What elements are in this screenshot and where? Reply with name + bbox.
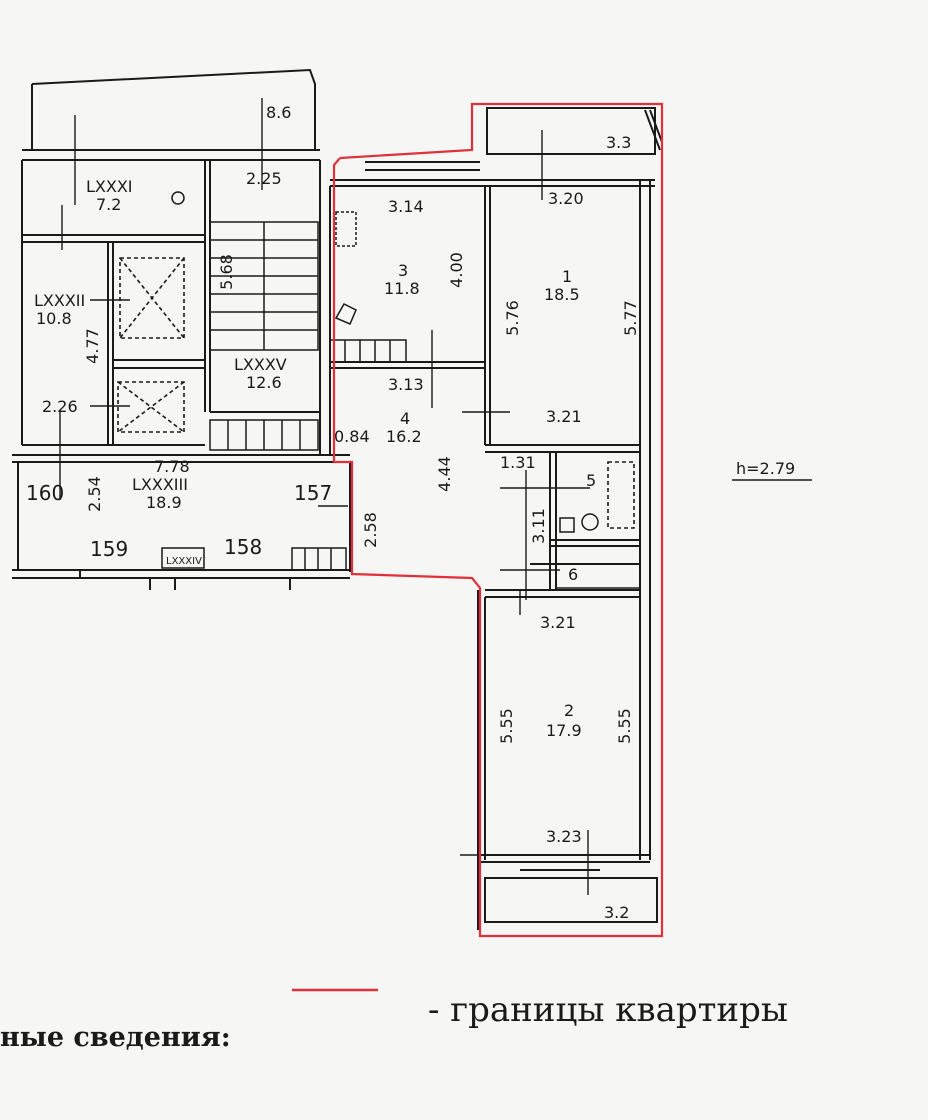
room-3-number: 3	[398, 261, 408, 280]
neighbor-160: 160	[26, 481, 64, 505]
legend-label: - границы квартиры	[428, 990, 788, 1030]
room-3-area: 11.8	[384, 279, 420, 298]
neighbor-157: 157	[294, 481, 332, 505]
dim-2-58: 2.58	[361, 512, 380, 548]
common-lxxxiv-name: LXXXIV	[166, 556, 202, 567]
toilet-icon	[581, 513, 599, 531]
common-lxxxii-area: 10.8	[36, 309, 72, 328]
common-lxxxi-area: 7.2	[96, 195, 121, 214]
dim-3-14: 3.14	[388, 197, 424, 216]
neighbor-159: 159	[90, 537, 128, 561]
dim-0-84: 0.84	[334, 427, 370, 446]
dim-4-00: 4.00	[447, 252, 466, 288]
common-lxxxii-name: LXXXII	[34, 291, 85, 310]
stove-icon	[335, 211, 357, 247]
dim-3-11: 3.11	[529, 508, 548, 544]
common-lxxxv-name: LXXXV	[234, 355, 287, 374]
dim-2-25: 2.25	[246, 169, 282, 188]
section-heading: ные сведения:	[0, 1022, 231, 1053]
common-lxxxiii-name: LXXXIII	[132, 475, 188, 494]
dim-3-21-b: 3.21	[540, 613, 576, 632]
ceiling-height: h=2.79	[736, 459, 795, 478]
room-2-area: 17.9	[546, 721, 582, 740]
sink-icon	[334, 303, 357, 325]
neighbor-158: 158	[224, 535, 262, 559]
common-lxxxv-area: 12.6	[246, 373, 282, 392]
stairs	[161, 191, 641, 589]
room-4-area: 16.2	[386, 427, 422, 446]
dim-3-13: 3.13	[388, 375, 424, 394]
dim-3-23: 3.23	[546, 827, 582, 846]
dim-5-76: 5.76	[503, 300, 522, 336]
dimension-lines	[59, 98, 620, 895]
dim-7-78: 7.78	[154, 457, 190, 476]
dim-3-2: 3.2	[604, 903, 629, 922]
dim-5-68: 5.68	[217, 254, 236, 290]
elevator-shafts	[117, 257, 635, 529]
room-1-number: 1	[562, 267, 572, 286]
dim-5-77: 5.77	[621, 300, 640, 336]
dim-4-44: 4.44	[435, 456, 454, 492]
dim-3-3: 3.3	[606, 133, 631, 152]
room-5-number: 5	[586, 471, 596, 490]
dim-4-77: 4.77	[83, 328, 102, 364]
dim-5-55-right: 5.55	[615, 708, 634, 744]
room-6-number: 6	[568, 565, 578, 584]
dim-2-26: 2.26	[42, 397, 78, 416]
dim-5-55-left: 5.55	[497, 708, 516, 744]
common-lxxxiii-area: 18.9	[146, 493, 182, 512]
room-4-number: 4	[400, 409, 410, 428]
dim-3-20: 3.20	[548, 189, 584, 208]
dim-1-31: 1.31	[500, 453, 536, 472]
dim-8-6: 8.6	[266, 103, 291, 122]
fixtures	[334, 211, 599, 533]
common-lxxxi-name: LXXXI	[86, 177, 133, 196]
apartment-boundary	[332, 102, 664, 938]
dim-3-21-a: 3.21	[546, 407, 582, 426]
room-2-number: 2	[564, 701, 574, 720]
room-1-area: 18.5	[544, 285, 580, 304]
dim-2-54: 2.54	[85, 476, 104, 512]
